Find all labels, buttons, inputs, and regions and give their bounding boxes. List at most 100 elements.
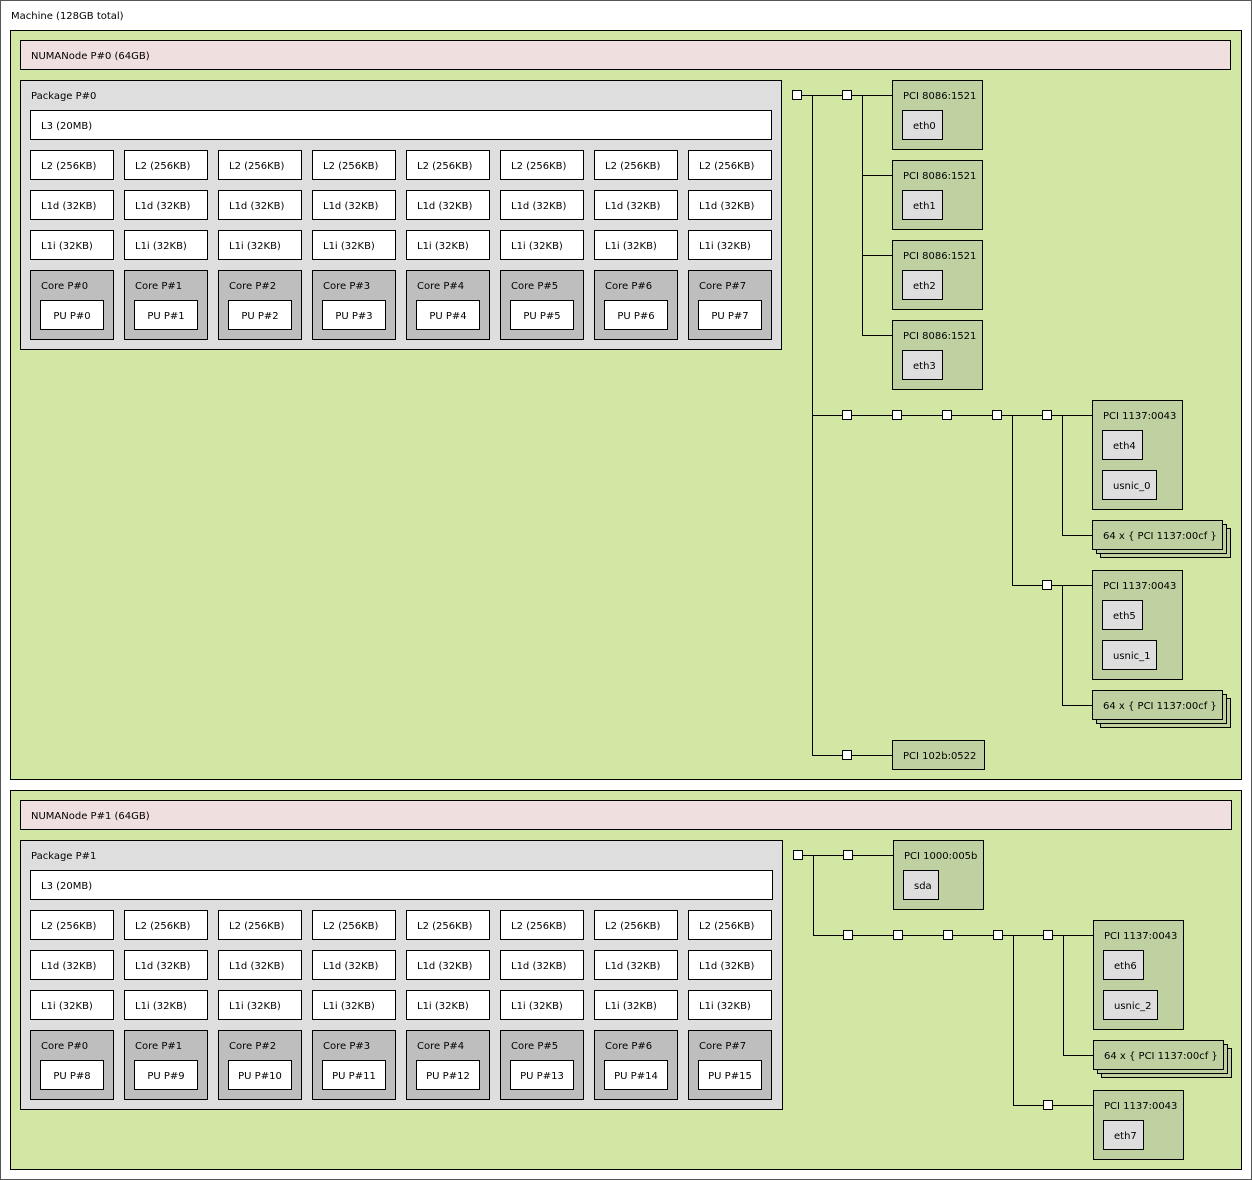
numa-node-0-label: NUMANode P#0 (64GB) [31, 51, 150, 62]
os-device-usnic1: usnic_1 [1102, 640, 1157, 670]
os-device-eth1: eth1 [902, 190, 943, 220]
pci-group: 64 x { PCI 1137:00cf } [1093, 1040, 1224, 1070]
l1d-cache: L1d (32KB) [312, 950, 396, 980]
pci-bridge [993, 930, 1003, 940]
l1i-cache: L1i (32KB) [406, 230, 490, 260]
processing-unit: PU P#10 [228, 1060, 292, 1090]
processing-unit: PU P#14 [604, 1060, 668, 1090]
pci-bridge [843, 930, 853, 940]
l1d-cache: L1d (32KB) [312, 190, 396, 220]
numa-node-1-header: NUMANode P#1 (64GB) [20, 800, 1232, 830]
l1i-cache: L1i (32KB) [594, 230, 678, 260]
l2-cache: L2 (256KB) [30, 150, 114, 180]
numa-node-0-header: NUMANode P#0 (64GB) [20, 40, 1231, 70]
l1d-cache: L1d (32KB) [30, 950, 114, 980]
l2-cache: L2 (256KB) [500, 910, 584, 940]
l2-cache: L2 (256KB) [406, 150, 490, 180]
processing-unit: PU P#11 [322, 1060, 386, 1090]
package-1-label: Package P#1 [31, 851, 97, 862]
processing-unit: PU P#15 [698, 1060, 762, 1090]
pci-bridge [842, 90, 852, 100]
l2-cache: L2 (256KB) [500, 150, 584, 180]
os-device-usnic2: usnic_2 [1103, 990, 1158, 1020]
package-0-label: Package P#0 [31, 91, 97, 102]
l1d-cache: L1d (32KB) [406, 190, 490, 220]
l1d-cache: L1d (32KB) [500, 190, 584, 220]
l2-cache: L2 (256KB) [312, 910, 396, 940]
processing-unit: PU P#13 [510, 1060, 574, 1090]
os-device-eth0: eth0 [902, 110, 943, 140]
pci-bridge [893, 930, 903, 940]
os-device-eth3: eth3 [902, 350, 943, 380]
l1d-cache: L1d (32KB) [594, 190, 678, 220]
l1i-cache: L1i (32KB) [688, 990, 772, 1020]
l1d-cache: L1d (32KB) [124, 950, 208, 980]
pci-group: 64 x { PCI 1137:00cf } [1092, 520, 1223, 550]
l1d-cache: L1d (32KB) [688, 190, 772, 220]
l1i-cache: L1i (32KB) [312, 990, 396, 1020]
l1d-cache: L1d (32KB) [124, 190, 208, 220]
pci-bridge [1042, 410, 1052, 420]
l1i-cache: L1i (32KB) [218, 230, 302, 260]
processing-unit: PU P#2 [228, 300, 292, 330]
os-device-eth7: eth7 [1103, 1120, 1144, 1150]
pci-bridge [1043, 1100, 1053, 1110]
l2-cache: L2 (256KB) [218, 150, 302, 180]
l1d-cache: L1d (32KB) [218, 950, 302, 980]
l1i-cache: L1i (32KB) [124, 990, 208, 1020]
l3-cache-0: L3 (20MB) [30, 110, 772, 140]
l2-cache: L2 (256KB) [594, 910, 678, 940]
l2-cache: L2 (256KB) [594, 150, 678, 180]
os-device-eth5: eth5 [1102, 600, 1143, 630]
machine-label: Machine (128GB total) [11, 11, 124, 22]
l1d-cache: L1d (32KB) [30, 190, 114, 220]
l1i-cache: L1i (32KB) [688, 230, 772, 260]
l1d-cache: L1d (32KB) [688, 950, 772, 980]
os-device-eth6: eth6 [1103, 950, 1144, 980]
processing-unit: PU P#0 [40, 300, 104, 330]
pci-bridge [992, 410, 1002, 420]
processing-unit: PU P#5 [510, 300, 574, 330]
l1i-cache: L1i (32KB) [312, 230, 396, 260]
processing-unit: PU P#12 [416, 1060, 480, 1090]
l1d-cache: L1d (32KB) [406, 950, 490, 980]
l1i-cache: L1i (32KB) [124, 230, 208, 260]
os-device-usnic0: usnic_0 [1102, 470, 1157, 500]
l1d-cache: L1d (32KB) [594, 950, 678, 980]
pci-bridge [843, 850, 853, 860]
l1d-cache: L1d (32KB) [500, 950, 584, 980]
l2-cache: L2 (256KB) [124, 150, 208, 180]
processing-unit: PU P#4 [416, 300, 480, 330]
os-device-eth4: eth4 [1102, 430, 1143, 460]
l2-cache: L2 (256KB) [30, 910, 114, 940]
pci-bridge [842, 410, 852, 420]
host-bridge-0 [792, 90, 802, 100]
os-device-sda: sda [903, 870, 939, 900]
pci-device-vga: PCI 102b:0522 [892, 740, 985, 770]
l1d-cache: L1d (32KB) [218, 190, 302, 220]
l2-cache: L2 (256KB) [688, 150, 772, 180]
l1i-cache: L1i (32KB) [218, 990, 302, 1020]
pci-bridge [1042, 580, 1052, 590]
l1i-cache: L1i (32KB) [500, 230, 584, 260]
l3-cache-1: L3 (20MB) [30, 870, 773, 900]
pci-bridge [943, 930, 953, 940]
processing-unit: PU P#1 [134, 300, 198, 330]
l2-cache: L2 (256KB) [688, 910, 772, 940]
l2-cache: L2 (256KB) [312, 150, 396, 180]
processing-unit: PU P#3 [322, 300, 386, 330]
l2-cache: L2 (256KB) [124, 910, 208, 940]
pci-bridge [942, 410, 952, 420]
l2-cache: L2 (256KB) [406, 910, 490, 940]
processing-unit: PU P#6 [604, 300, 668, 330]
l1i-cache: L1i (32KB) [500, 990, 584, 1020]
processing-unit: PU P#9 [134, 1060, 198, 1090]
processing-unit: PU P#7 [698, 300, 762, 330]
numa-node-1-label: NUMANode P#1 (64GB) [31, 811, 150, 822]
pci-bridge [1043, 930, 1053, 940]
l2-cache: L2 (256KB) [218, 910, 302, 940]
l1i-cache: L1i (32KB) [30, 230, 114, 260]
pci-bridge [892, 410, 902, 420]
l1i-cache: L1i (32KB) [30, 990, 114, 1020]
